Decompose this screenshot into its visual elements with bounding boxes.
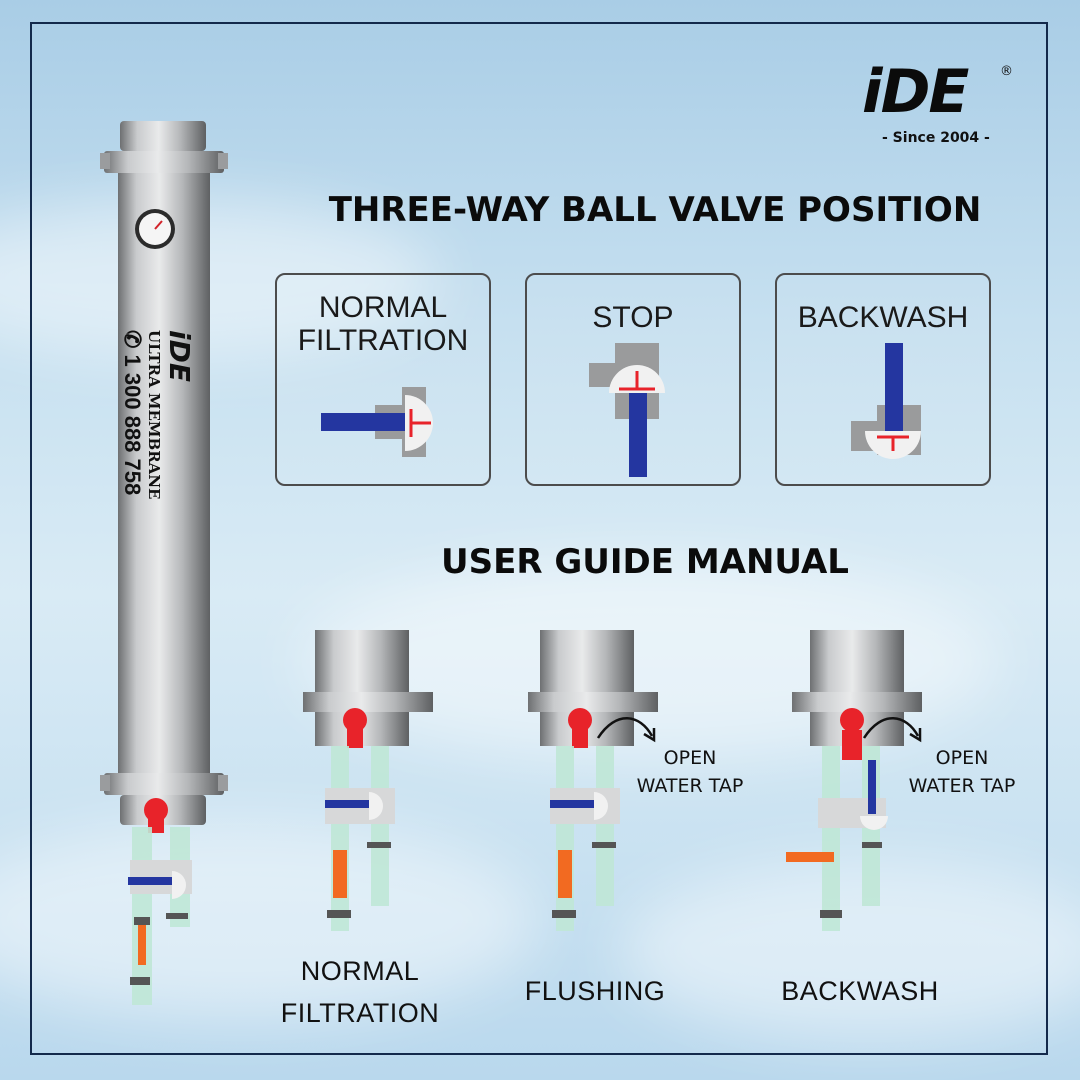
step-label-backwash: BACKWASH [781, 976, 939, 1006]
heading-valve-position: THREE-WAY BALL VALVE POSITION [328, 190, 982, 230]
brand-since: - Since 2004 - [882, 130, 990, 146]
open-water-tap-note: OPEN WATER TAP [908, 747, 1016, 797]
valve-stop-icon [589, 343, 665, 477]
filter-cylinder [98, 115, 238, 1007]
product-label: iDE ULTRA MEMBRANE ✆ 1 300 888 758 [120, 330, 196, 610]
guide-step-backwash-illustration [782, 630, 1012, 935]
product-logo: iDE [163, 330, 196, 382]
step-label-flushing: FLUSHING [524, 976, 666, 1006]
border-frame [30, 22, 1048, 1055]
valve-backwash-icon [851, 343, 921, 459]
product-name: ULTRA MEMBRANE [145, 330, 163, 500]
valve-card-title: STOP [592, 301, 674, 334]
product-phone: ✆ 1 300 888 758 [120, 330, 145, 496]
guide-step-flushing-illustration [520, 630, 750, 935]
valve-card-title: NORMAL FILTRATION [297, 291, 469, 357]
heading-user-guide: USER GUIDE MANUAL [441, 542, 849, 582]
brand-logo-text: iDE [862, 57, 969, 127]
step-label-normal-filtration: NORMAL FILTRATION [280, 956, 440, 1028]
brand-logo: iDE ® - Since 2004 - [862, 60, 1032, 150]
valve-card-normal-filtration: NORMAL FILTRATION [275, 273, 491, 486]
valve-card-title: BACKWASH [797, 301, 969, 334]
valve-normal-icon [321, 387, 433, 457]
valve-card-backwash: BACKWASH [775, 273, 991, 486]
guide-step-normal-illustration [295, 630, 445, 935]
registered-mark: ® [1000, 64, 1013, 79]
valve-card-stop: STOP [525, 273, 741, 486]
open-water-tap-note: OPEN WATER TAP [636, 747, 744, 797]
